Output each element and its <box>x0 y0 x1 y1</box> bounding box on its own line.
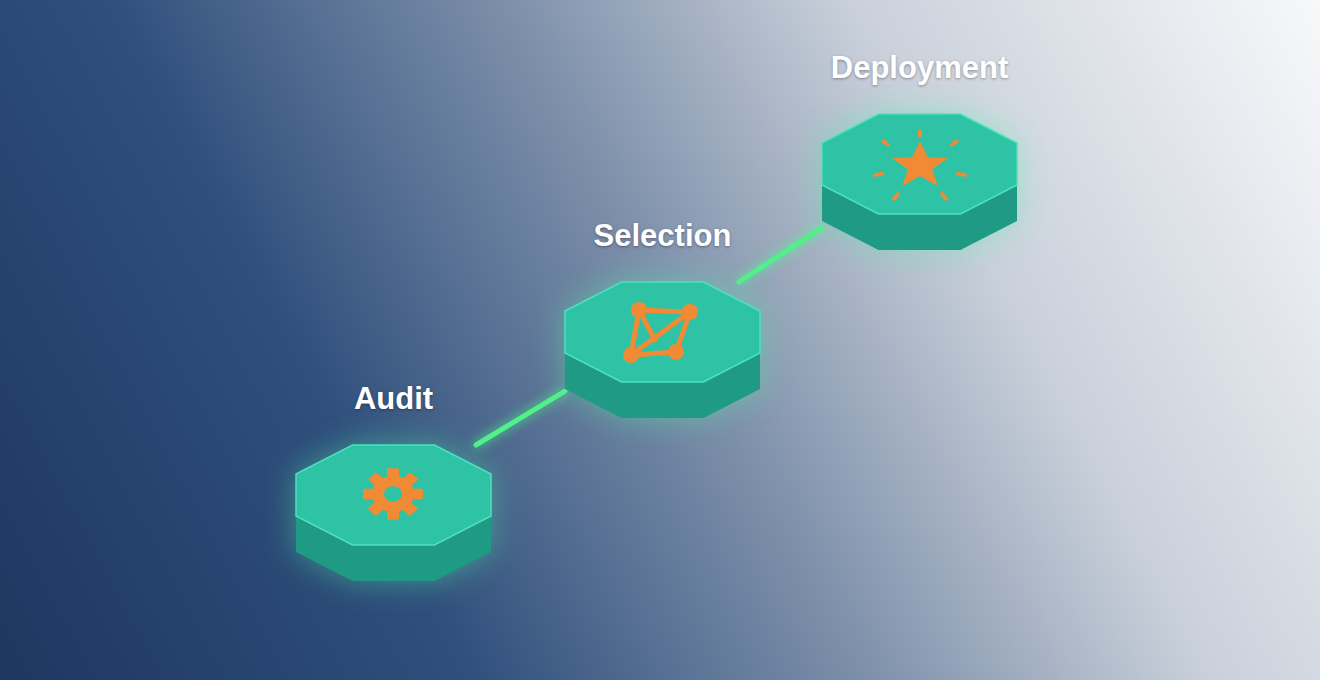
gear-icon <box>363 468 423 520</box>
stage-platform: Audit <box>296 445 491 581</box>
network-icon <box>623 302 698 363</box>
stage-label: Selection <box>485 218 840 254</box>
octagon-shape <box>565 282 760 418</box>
stage-label: Deployment <box>742 50 1097 86</box>
platform-face <box>296 445 491 545</box>
octagon-shape <box>296 445 491 581</box>
stage-platform: Selection <box>565 282 760 418</box>
stage-label: Audit <box>216 381 571 417</box>
platform-face <box>822 114 1017 214</box>
octagon-shape <box>822 114 1017 250</box>
platform-face <box>565 282 760 382</box>
connector-line <box>739 228 822 282</box>
stage-platform: Deployment <box>822 114 1017 250</box>
connector-line <box>476 391 565 445</box>
star-icon <box>875 131 965 199</box>
